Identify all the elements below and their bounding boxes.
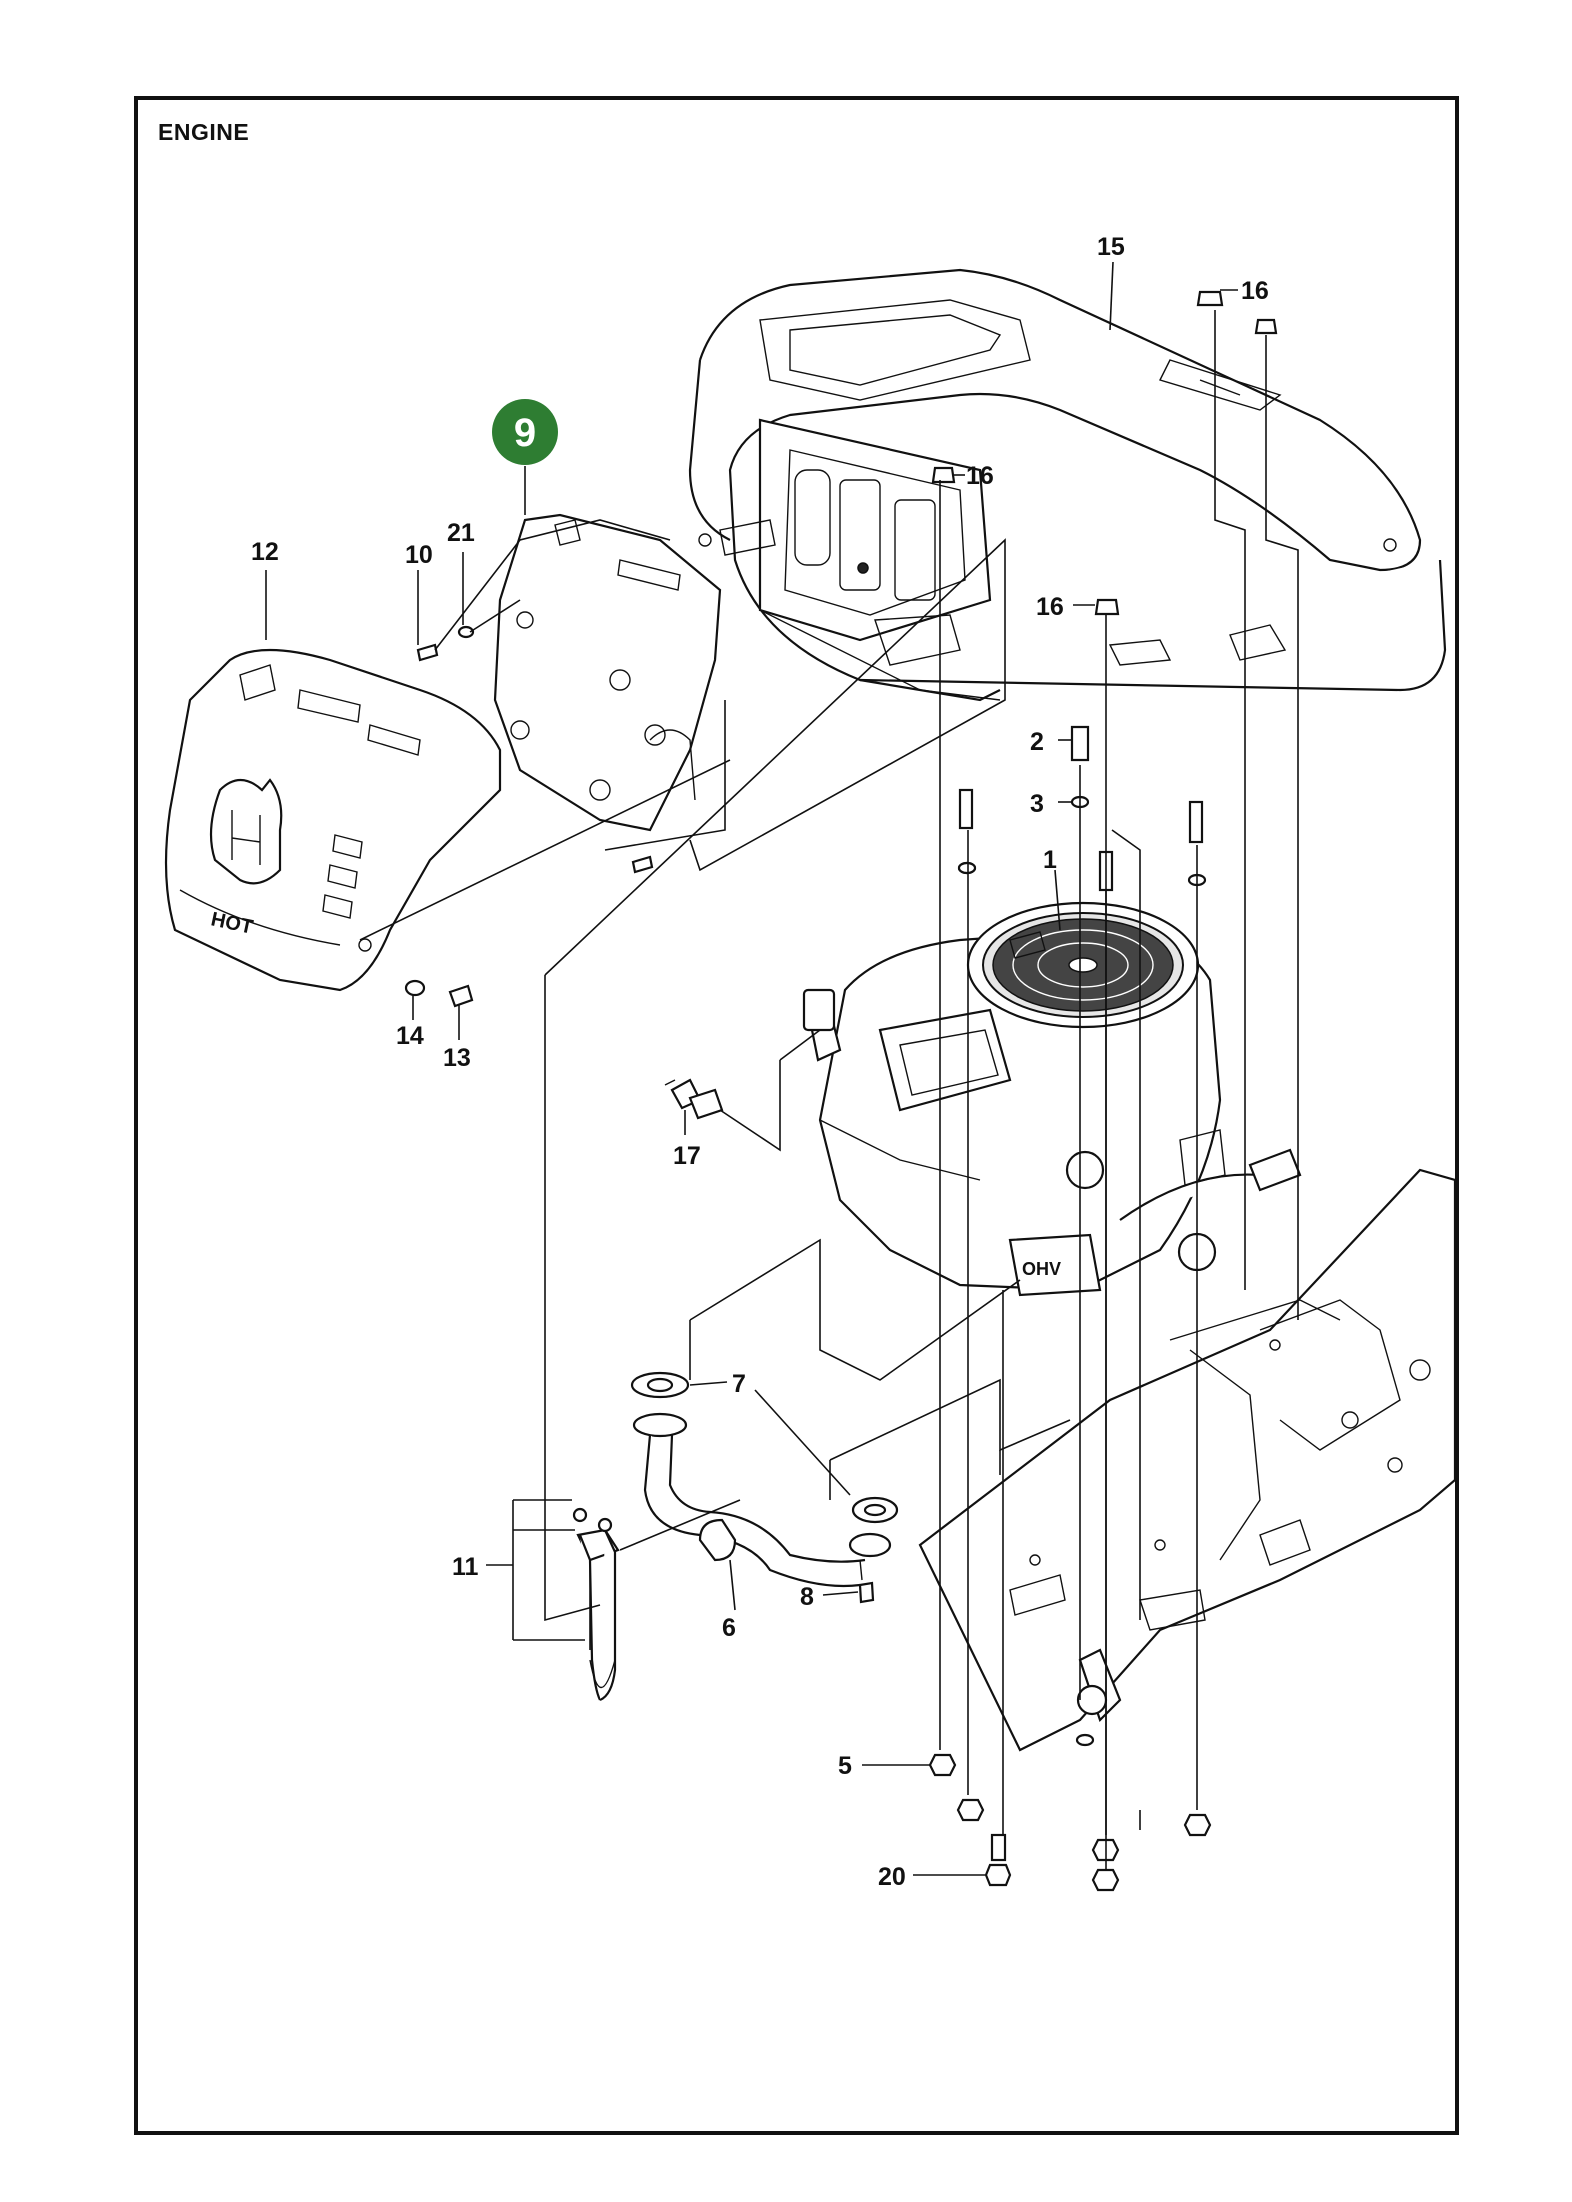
front-frame-part bbox=[688, 268, 1447, 702]
callout-15: 15 bbox=[1097, 233, 1125, 261]
leader-lines bbox=[359, 310, 1299, 1870]
exhaust-assembly bbox=[630, 1371, 899, 1588]
badge-number: 9 bbox=[514, 411, 536, 455]
engine-badge-label: OHV bbox=[1022, 1259, 1061, 1279]
callout-7: 7 bbox=[732, 1370, 746, 1398]
oil-pressure-sensor-part bbox=[664, 1078, 724, 1120]
callouts: 1 2 3 5 6 7 8 10 11 12 13 14 15 16 16 16 bbox=[251, 233, 1269, 1891]
callout-14: 14 bbox=[396, 1022, 424, 1050]
callout-12: 12 bbox=[251, 538, 279, 566]
callout-10: 10 bbox=[405, 541, 433, 569]
lower-chassis-part bbox=[918, 1168, 1457, 1752]
engine-part: OHV bbox=[802, 901, 1302, 1297]
engine-fan-grille bbox=[992, 918, 1174, 1012]
callout-16-middle: 16 bbox=[966, 462, 994, 490]
callout-21: 21 bbox=[447, 519, 475, 547]
heat-shield-part bbox=[493, 513, 722, 832]
callout-11: 11 bbox=[452, 1553, 479, 1581]
page-title: ENGINE bbox=[158, 119, 250, 145]
diagram-frame bbox=[134, 96, 1459, 2135]
u-clamp-part bbox=[572, 1507, 620, 1702]
highlight-badge: 9 bbox=[492, 399, 558, 465]
callout-16-top: 16 bbox=[1241, 277, 1269, 305]
callout-20: 20 bbox=[878, 1863, 906, 1891]
callout-13: 13 bbox=[443, 1044, 471, 1072]
callout-17: 17 bbox=[673, 1142, 701, 1170]
callout-2: 2 bbox=[1030, 728, 1044, 756]
callout-5: 5 bbox=[838, 1752, 852, 1780]
callout-8: 8 bbox=[800, 1583, 814, 1611]
callout-16-right: 16 bbox=[1036, 593, 1064, 621]
callout-6: 6 bbox=[722, 1614, 736, 1642]
fasteners bbox=[404, 290, 1278, 1892]
callout-3: 3 bbox=[1030, 790, 1044, 818]
hood-part: HOT bbox=[164, 648, 502, 992]
callout-1: 1 bbox=[1043, 846, 1057, 874]
